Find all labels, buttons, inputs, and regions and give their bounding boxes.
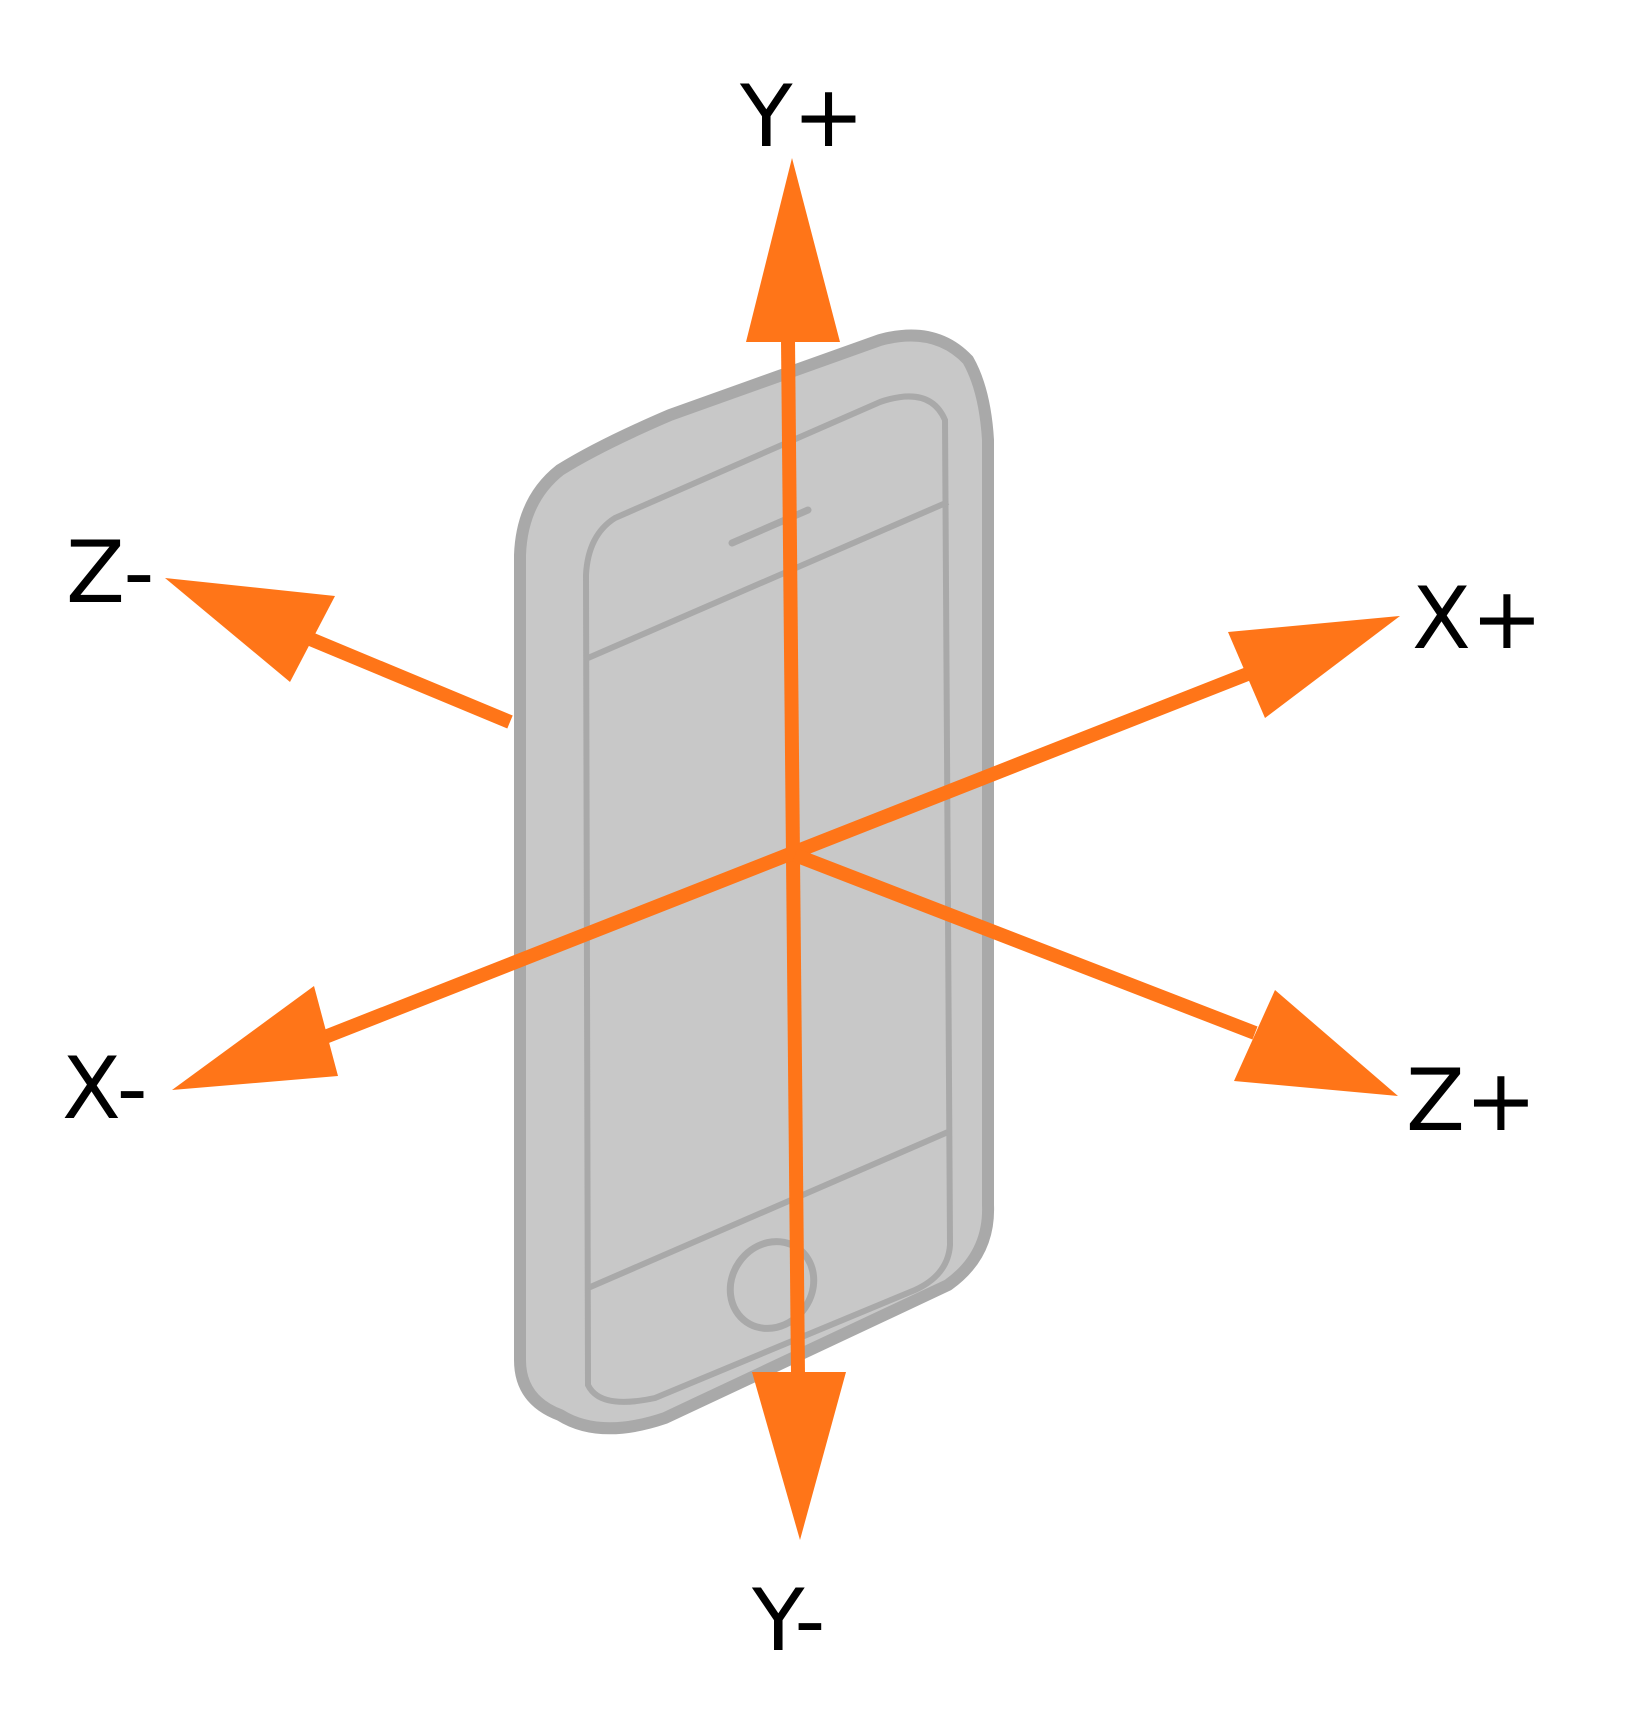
z-plus-arrow — [792, 848, 1398, 1096]
phone-screen-bezel — [582, 393, 954, 1405]
label-z-minus: Z- — [66, 523, 154, 623]
phone-screen-top-edge — [586, 499, 950, 661]
phone-body — [514, 329, 995, 1435]
smartphone-icon — [514, 329, 995, 1435]
x-axis-arrow — [172, 616, 1400, 1090]
label-y-plus: Y+ — [739, 67, 865, 167]
label-z-plus: Z+ — [1406, 1051, 1537, 1151]
label-x-minus: X- — [62, 1039, 148, 1139]
label-x-plus: X+ — [1412, 569, 1543, 669]
phone-screen-bottom-edge — [586, 1129, 950, 1291]
z-minus-arrow — [165, 578, 513, 729]
label-y-minus: Y- — [751, 1571, 825, 1671]
